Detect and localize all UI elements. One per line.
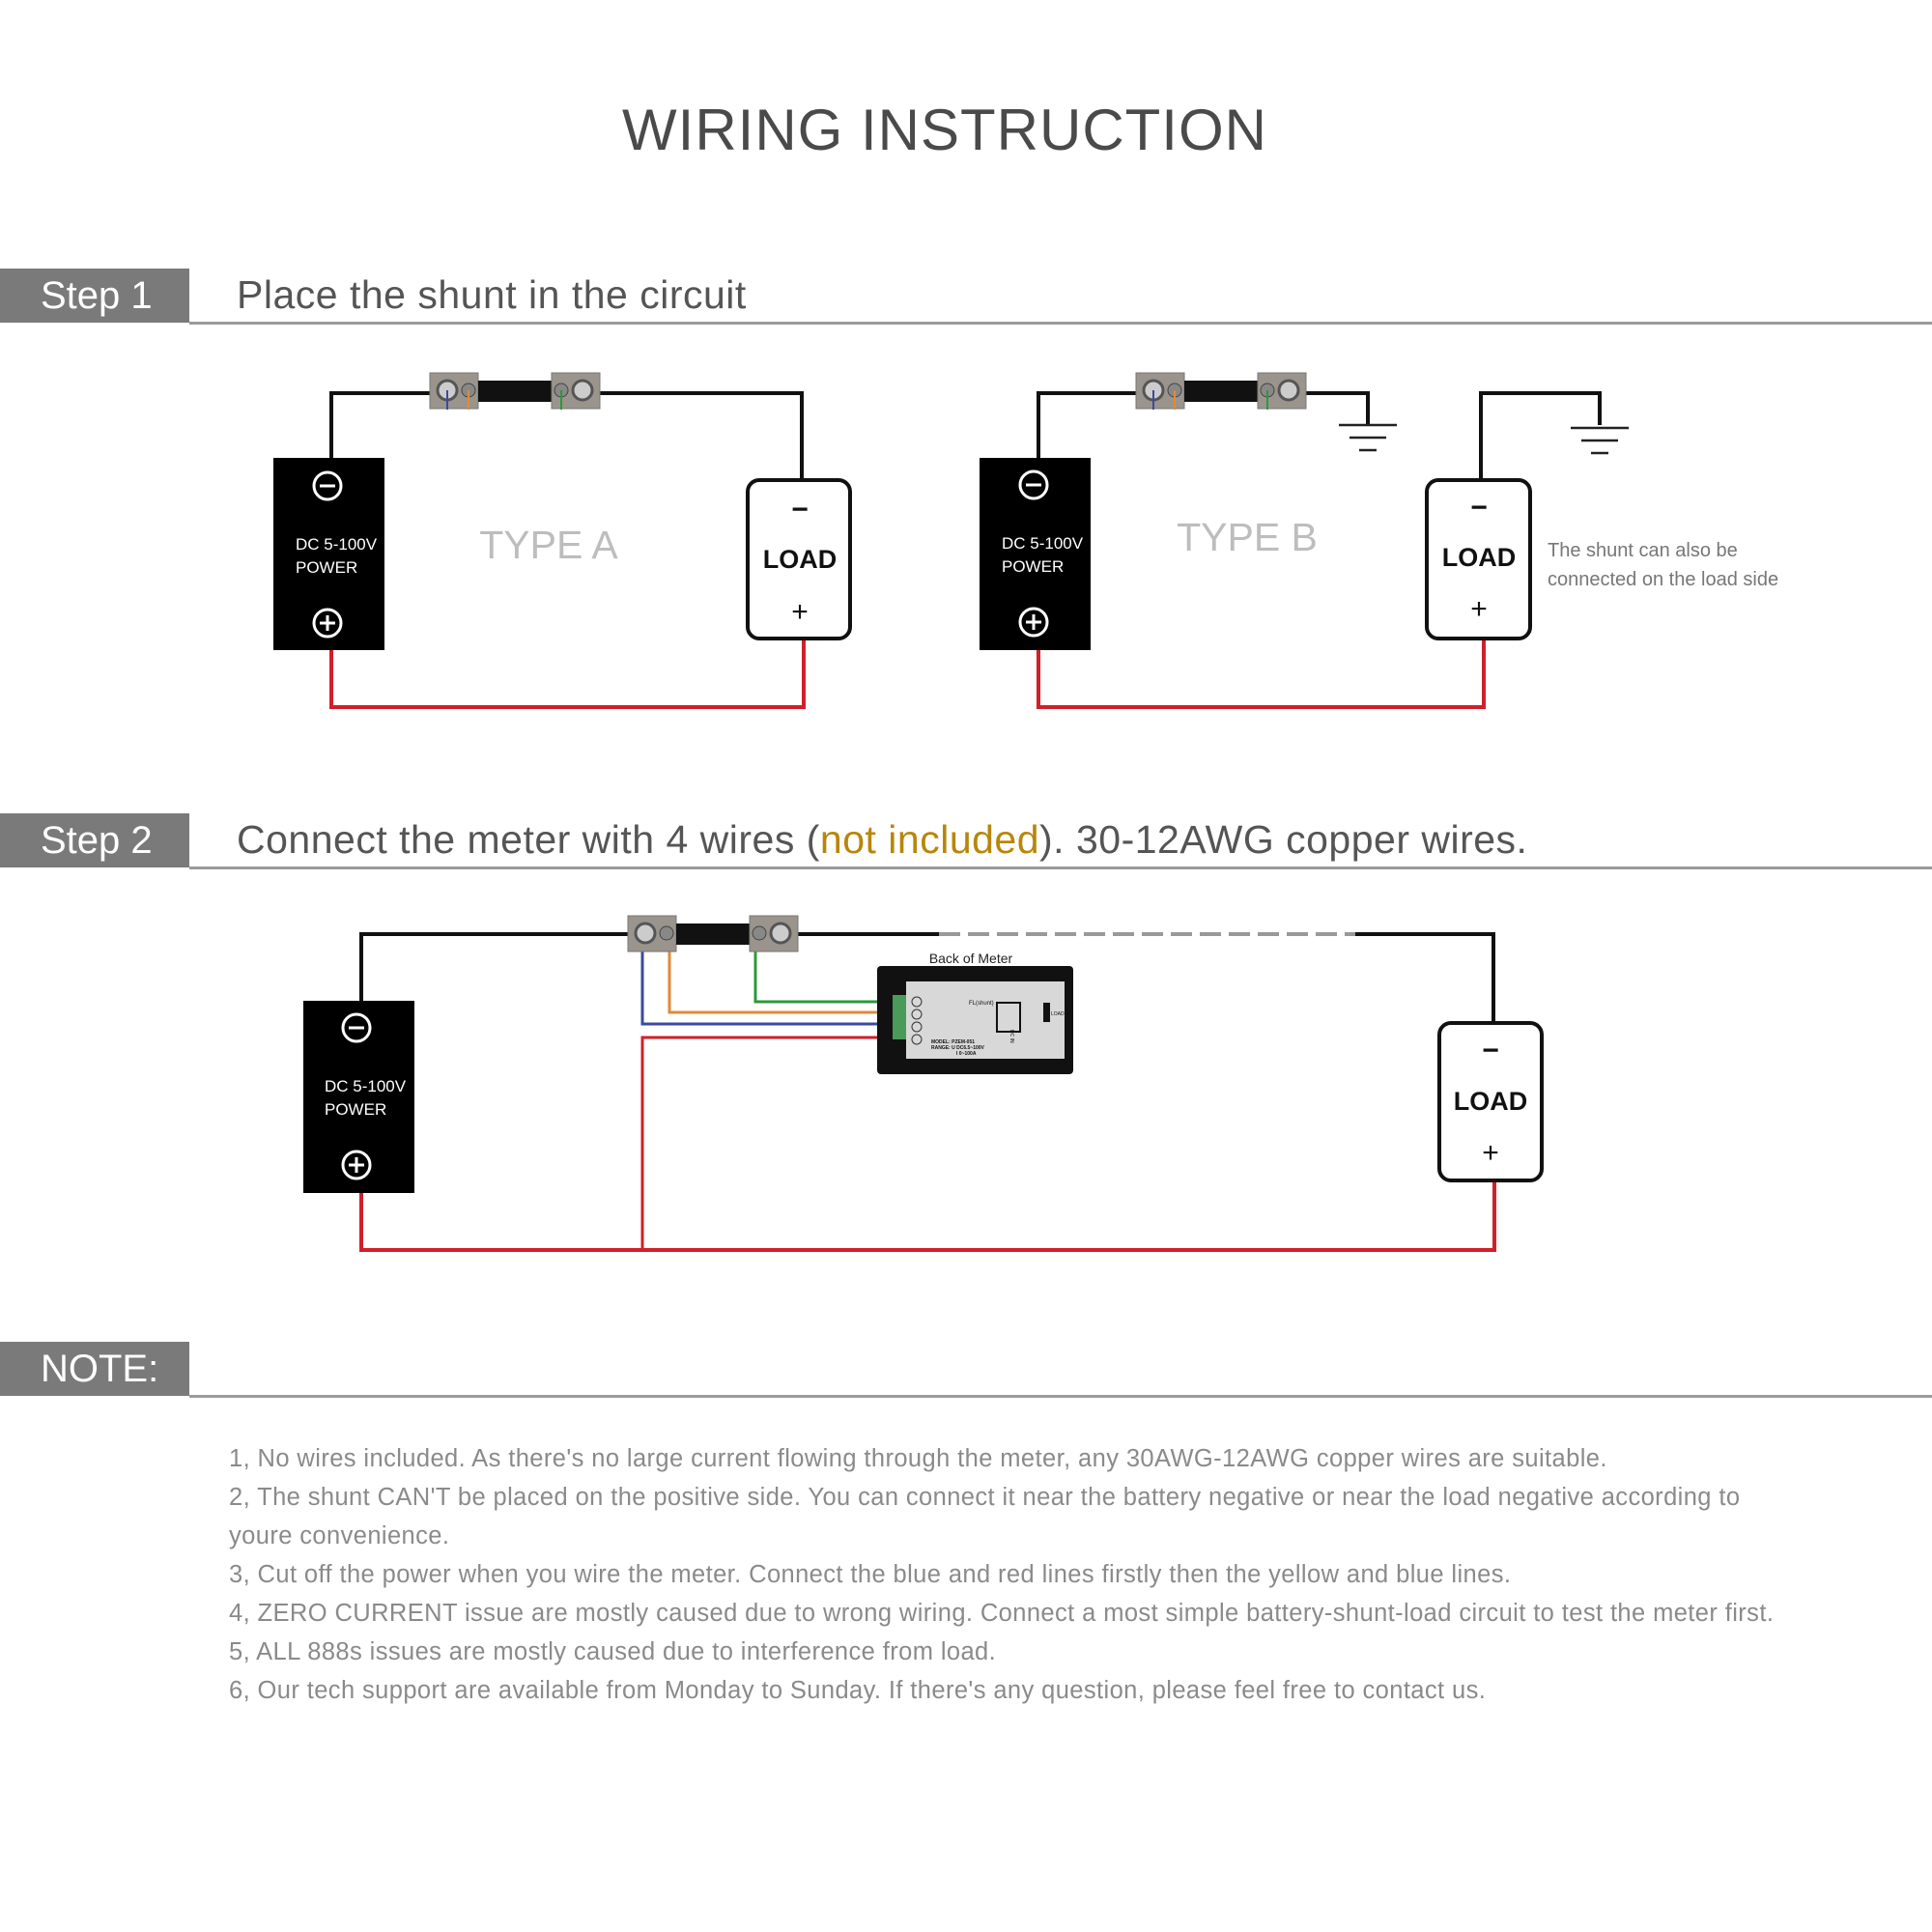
step2-divider: [189, 867, 1932, 869]
orange-sense-wire: [668, 934, 889, 1014]
load-plus: +: [791, 596, 809, 628]
step2-circuit: DC 5-100V POWER − LOAD + Back of Meter F…: [303, 914, 1544, 1252]
meter-caption: Back of Meter: [929, 951, 1013, 966]
side-note: The shunt can also be: [1548, 540, 1738, 561]
red-wire: [329, 639, 806, 709]
power-label: POWER: [296, 558, 357, 577]
load-minus: −: [1470, 492, 1488, 524]
load-label: LOAD: [1454, 1087, 1528, 1116]
note-item: 2, The shunt CAN'T be placed on the posi…: [229, 1484, 1741, 1549]
load-minus: −: [1482, 1035, 1499, 1066]
type-b-label: TYPE B: [1177, 515, 1318, 559]
load-label: LOAD: [763, 545, 838, 574]
plus-icon: [312, 608, 343, 639]
power-label: DC 5-100V: [296, 535, 378, 554]
note-badge: NOTE:: [0, 1342, 189, 1396]
ground-icon: [1337, 423, 1399, 452]
note-item: 4, ZERO CURRENT issue are mostly caused …: [229, 1600, 1775, 1627]
load-minus: −: [791, 494, 809, 526]
meter-range-i: I 0~100A: [956, 1051, 977, 1057]
power-label: POWER: [325, 1100, 386, 1119]
page-title: WIRING INSTRUCTION: [622, 98, 1267, 162]
green-sense-wire: [753, 934, 889, 1004]
note-item: 1, No wires included. As there's no larg…: [229, 1445, 1607, 1472]
power-label: DC 5-100V: [1002, 534, 1084, 553]
red-sense-wire: [640, 1036, 889, 1250]
load-label: LOAD: [1442, 543, 1517, 572]
load-plus: +: [1470, 593, 1488, 625]
step1-heading: Place the shunt in the circuit: [237, 272, 747, 317]
ground-icon: [1569, 426, 1631, 455]
load-box: [746, 478, 852, 640]
black-wire: [1037, 391, 1136, 458]
meter-dcin-label: DC IN: [1009, 1030, 1014, 1043]
meter-shunt-label: FL(shunt): [969, 1001, 994, 1007]
plus-icon: [1018, 607, 1049, 638]
shunt: [1134, 371, 1308, 411]
meter-back: FL(shunt) LOAD DC IN MODEL: PZEM-051 RAN…: [877, 966, 1073, 1074]
red-wire: [1037, 639, 1486, 709]
meter-model: MODEL: PZEM-051: [931, 1039, 975, 1045]
wiring-diagrams: DC 5-100V POWER TYPE A − LOAD + DC 5-100…: [273, 371, 1778, 1252]
minus-icon: [312, 470, 343, 501]
black-wire: [1479, 391, 1602, 480]
note-item: 6, Our tech support are available from M…: [229, 1677, 1487, 1704]
side-note: connected on the load side: [1548, 569, 1778, 590]
shunt: [428, 371, 602, 411]
power-label: DC 5-100V: [325, 1077, 407, 1095]
step2-text-a: Connect the meter with 4 wires (: [237, 817, 820, 862]
shunt: [626, 914, 800, 953]
step2-highlight: not included: [819, 817, 1040, 862]
power-box: [303, 1001, 414, 1193]
step1-badge: Step 1: [0, 269, 189, 323]
meter-range-u: RANGE: U DC6.5~100V: [931, 1045, 985, 1051]
minus-icon: [1018, 469, 1049, 500]
type-a-label: TYPE A: [479, 523, 618, 567]
black-wire: [359, 932, 628, 1001]
type-a-circuit: DC 5-100V POWER TYPE A − LOAD +: [273, 371, 852, 709]
note-item: 3, Cut off the power when you wire the m…: [229, 1561, 1512, 1588]
step2-text-b: ). 30-12AWG copper wires.: [1039, 817, 1528, 862]
blue-sense-wire: [640, 934, 889, 1026]
meter-load-label: LOAD: [1051, 1011, 1065, 1017]
note-divider: [189, 1395, 1932, 1398]
plus-icon: [341, 1150, 372, 1180]
step2-heading: Connect the meter with 4 wires (not incl…: [237, 817, 1527, 863]
red-wire: [359, 1180, 1496, 1252]
load-plus: +: [1482, 1137, 1499, 1169]
note-item: 5, ALL 888s issues are mostly caused due…: [229, 1638, 997, 1665]
load-box: [1437, 1021, 1544, 1182]
load-box: [1425, 478, 1532, 640]
step1-divider: [189, 322, 1932, 325]
black-wire: [1355, 932, 1495, 1023]
power-label: POWER: [1002, 557, 1064, 576]
minus-icon: [341, 1012, 372, 1043]
step2-badge: Step 2: [0, 813, 189, 867]
type-b-circuit: DC 5-100V POWER TYPE B − LOAD + The shun…: [980, 371, 1778, 709]
black-wire: [1304, 391, 1370, 425]
notes-list: 1, No wires included. As there's no larg…: [229, 1439, 1784, 1710]
